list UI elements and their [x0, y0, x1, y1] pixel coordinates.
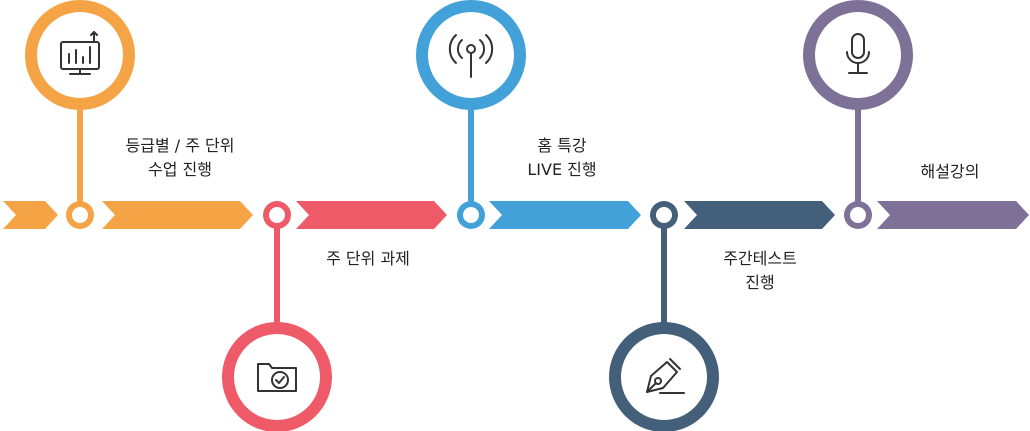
step-1-marker — [25, 0, 135, 229]
step-3-label-line-1: 홈 특강 — [537, 136, 587, 155]
step-5-label: 해설강의 — [921, 160, 980, 184]
step-3-label: 홈 특강 LIVE 진행 — [527, 134, 596, 182]
step-1-label: 등급별 / 주 단위 수업 진행 — [126, 134, 235, 182]
step-2-label: 주 단위 과제 — [326, 247, 410, 271]
step-3-label-line-2: LIVE 진행 — [527, 160, 597, 179]
arrow-band-1b — [102, 201, 253, 229]
step-3-marker — [416, 0, 526, 229]
step-2-label-line-1: 주 단위 과제 — [326, 249, 410, 268]
arrow-band-4 — [684, 201, 835, 229]
step-4-label: 주간테스트 진행 — [723, 247, 797, 295]
arrow-band-5 — [877, 201, 1029, 229]
arrow-band-1a — [3, 201, 58, 229]
step-4-label-line-2: 진행 — [745, 273, 775, 292]
step-4-label-line-1: 주간테스트 — [723, 249, 797, 268]
step-1-label-line-2: 수업 진행 — [148, 160, 212, 179]
arrow-band-3 — [489, 201, 641, 229]
pen-nib-icon — [646, 358, 685, 394]
step-5-label-line-1: 해설강의 — [920, 162, 980, 181]
broadcast-antenna-icon — [448, 34, 494, 78]
microphone-icon — [846, 33, 870, 74]
step-1-label-line-1: 등급별 / 주 단위 — [125, 136, 235, 155]
arrow-band-2 — [296, 201, 447, 229]
monitor-chart-icon — [60, 31, 100, 75]
step-5-marker — [803, 0, 913, 229]
step-2-marker — [222, 201, 332, 431]
step-4-marker — [609, 201, 719, 431]
folder-check-icon — [257, 363, 297, 392]
